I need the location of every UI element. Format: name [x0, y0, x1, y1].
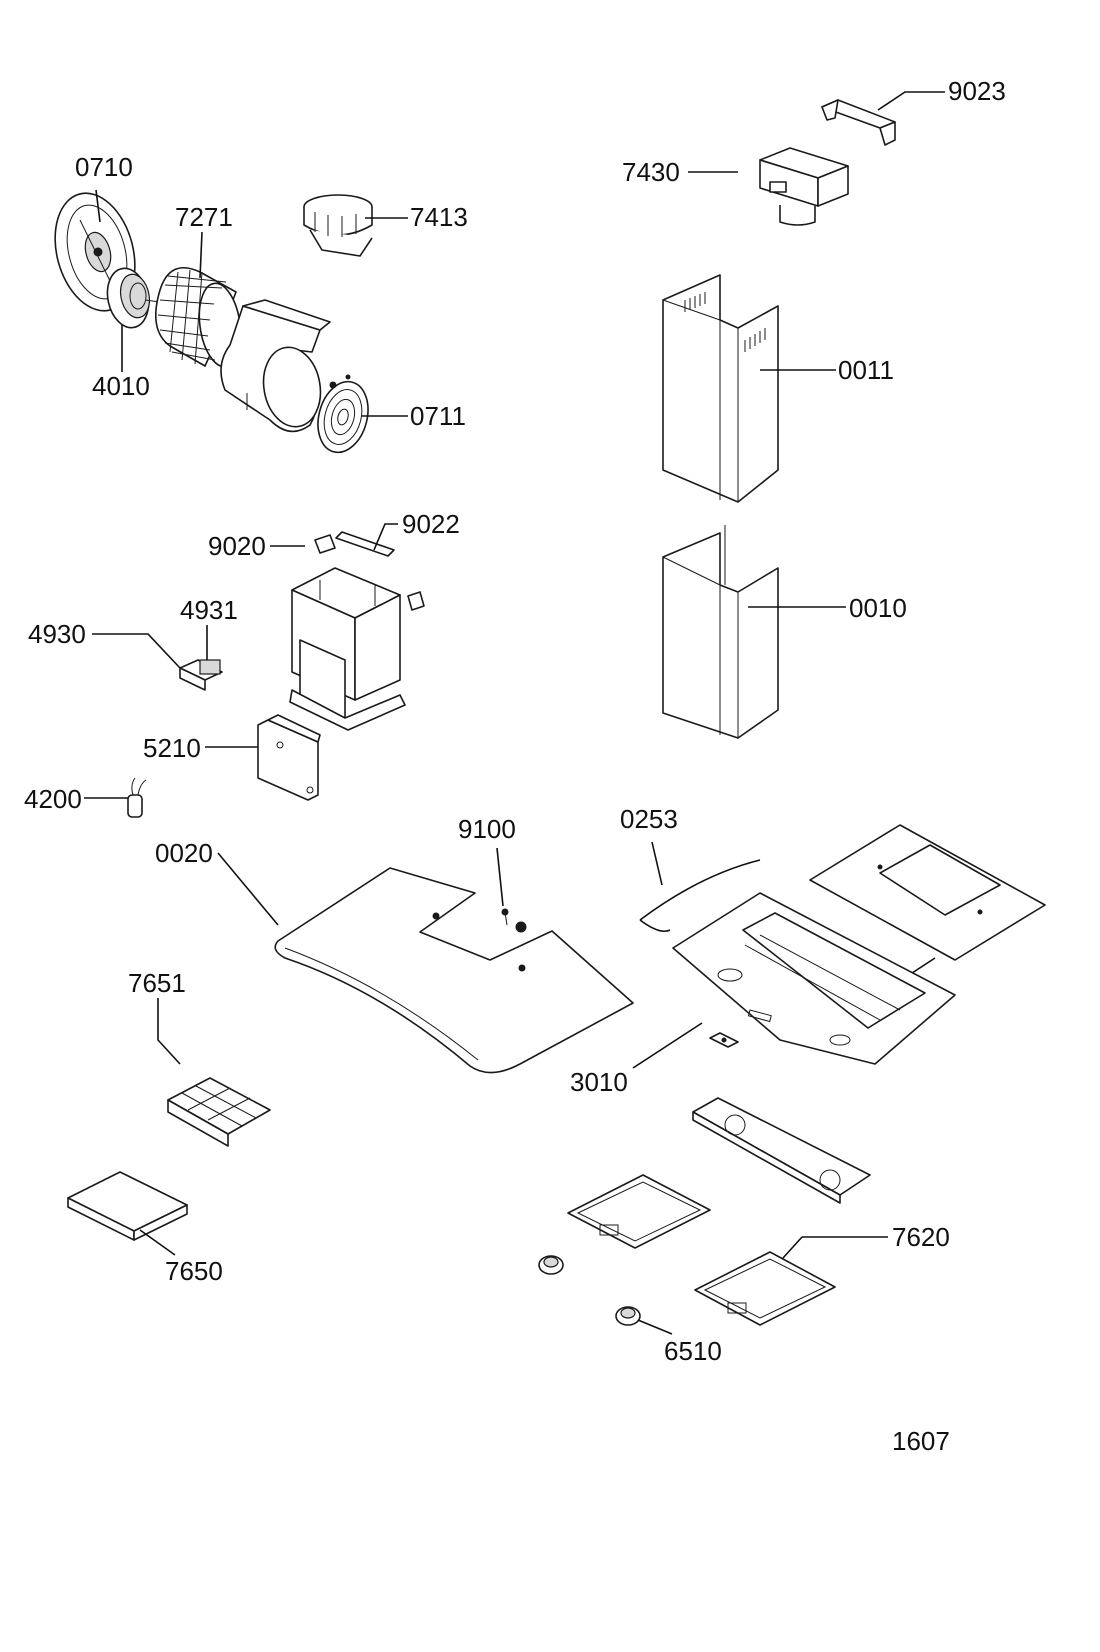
label-6510: 6510 — [664, 1336, 722, 1366]
part-blower-housing — [220, 299, 331, 433]
label-7413: 7413 — [410, 202, 468, 232]
part-9023-bracket — [821, 99, 896, 146]
label-9100: 9100 — [458, 814, 516, 844]
label-7650: 7650 — [165, 1256, 223, 1286]
part-7413-duct-adapter — [303, 194, 373, 257]
part-4010-motor — [106, 267, 161, 329]
label-7620: 7620 — [892, 1222, 950, 1252]
label-4010: 4010 — [92, 371, 150, 401]
label-5210: 5210 — [143, 733, 201, 763]
leader-lines — [84, 91, 945, 1335]
label-0010: 0010 — [849, 593, 907, 623]
part-9022-rail — [335, 531, 395, 557]
part-9100-screws — [501, 908, 527, 933]
label-9020: 9020 — [208, 531, 266, 561]
part-grease-filter-a — [567, 1174, 711, 1249]
label-4931: 4931 — [180, 595, 238, 625]
label-0253: 0253 — [620, 804, 678, 834]
part-9020-clip — [314, 534, 425, 611]
part-top-panels — [809, 824, 1046, 961]
part-7620-grease-filter — [694, 1251, 836, 1326]
label-0011: 0011 — [838, 355, 894, 385]
label-0020: 0020 — [155, 838, 213, 868]
label-4200: 4200 — [24, 784, 82, 814]
label-7651: 7651 — [128, 968, 186, 998]
part-5210-electronic-box — [257, 714, 321, 801]
part-lower-plate — [692, 1097, 871, 1204]
page-number: 1607 — [892, 1426, 950, 1456]
part-motor-box-frame — [289, 567, 406, 731]
part-0010-lower-chimney — [662, 525, 779, 739]
part-6510-knobs — [538, 1255, 641, 1326]
part-0020-glass-canopy — [274, 867, 634, 1074]
label-7271: 7271 — [175, 202, 233, 232]
part-4931-switch — [199, 659, 221, 675]
label-3010: 3010 — [570, 1067, 628, 1097]
part-3010-light — [709, 1032, 739, 1048]
label-9022: 9022 — [402, 509, 460, 539]
part-7651-filter-frame — [167, 1077, 271, 1147]
part-7650-carbon-filter — [67, 1171, 188, 1241]
label-4930: 4930 — [28, 619, 86, 649]
label-0711: 0711 — [410, 401, 466, 431]
part-hood-body — [672, 892, 956, 1065]
part-0711-grille — [317, 374, 369, 454]
label-0710: 0710 — [75, 152, 133, 182]
label-9023: 9023 — [948, 76, 1006, 106]
label-7430: 7430 — [622, 157, 680, 187]
part-7430-outlet-connector — [759, 147, 849, 226]
part-4200-capacitor — [127, 777, 147, 818]
part-0011-upper-chimney — [662, 274, 779, 503]
